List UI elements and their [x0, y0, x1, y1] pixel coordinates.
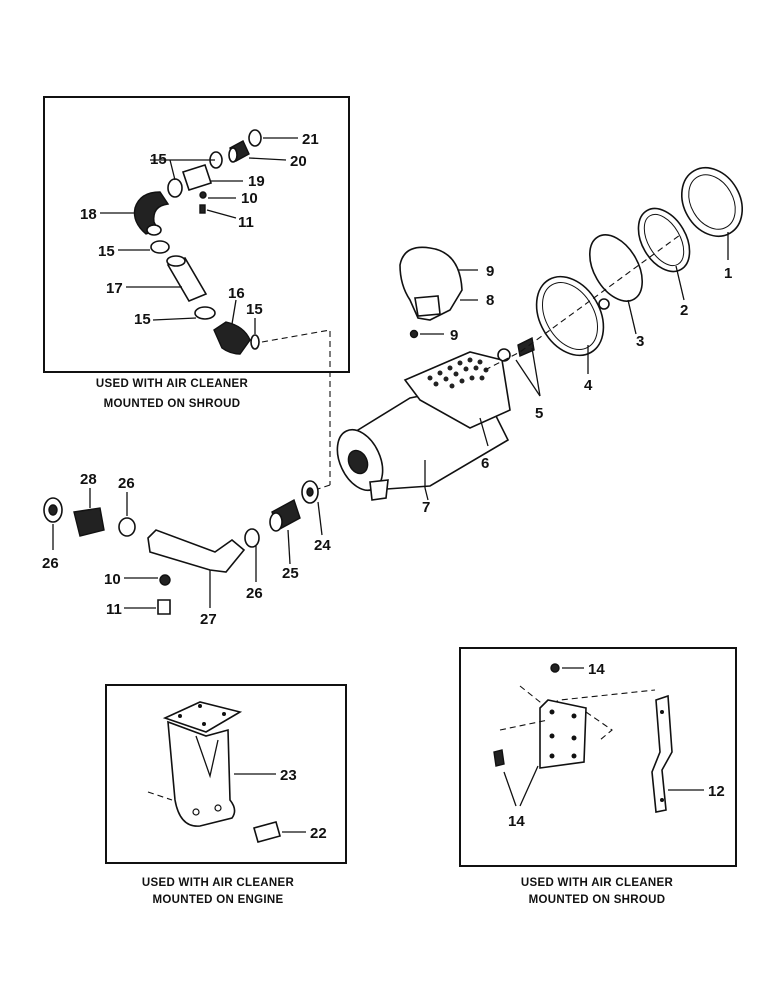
part-21-ring — [248, 129, 298, 147]
part-11-plug-top — [199, 204, 206, 214]
label-10-top: 10 — [241, 190, 258, 207]
label-28: 28 — [80, 471, 97, 488]
part-19-tube — [181, 163, 243, 192]
inset-top-frame — [43, 96, 350, 373]
label-9-bottom: 9 — [450, 327, 458, 344]
label-14-top: 14 — [588, 661, 605, 678]
label-19: 19 — [248, 173, 265, 190]
part-9-nut-bottom — [409, 329, 444, 339]
part-26-clamp-right — [118, 492, 136, 537]
dashed-bracket-23 — [147, 791, 173, 801]
part-27-pipe — [147, 529, 246, 608]
label-18: 18 — [80, 206, 97, 223]
label-3: 3 — [636, 333, 644, 350]
label-21: 21 — [302, 131, 319, 148]
part-23-bracket — [162, 701, 276, 827]
part-8-mount-strap — [399, 246, 478, 321]
label-26-mid: 26 — [246, 585, 263, 602]
part-14-nut-top — [550, 663, 584, 673]
part-12-support-bar — [651, 694, 704, 813]
caption-bottom-left-line1: USED WITH AIR CLEANER — [142, 877, 295, 889]
part-6-filter-element — [403, 351, 511, 447]
label-14-bottom: 14 — [508, 813, 525, 830]
label-23: 23 — [280, 767, 297, 784]
label-11-top: 11 — [238, 214, 254, 231]
caption-top-line2: MOUNTED ON SHROUD — [104, 398, 241, 410]
part-15-clamp-d — [152, 306, 216, 321]
inset-bottom-right-frame — [459, 647, 737, 867]
part-15-ring-e — [250, 318, 260, 350]
label-5: 5 — [535, 405, 543, 422]
label-26-left: 26 — [42, 555, 59, 572]
dashed-route-inset — [261, 329, 331, 485]
part-15-clamp-c — [118, 240, 170, 254]
caption-bottom-right-line2: MOUNTED ON SHROUD — [529, 894, 666, 906]
part-5-wingnut — [497, 336, 541, 397]
part-16-elbow — [213, 299, 251, 355]
part-22-bolt — [253, 821, 306, 843]
part-14-bracket-plate — [539, 699, 587, 769]
part-14-bolt-left — [493, 749, 539, 807]
label-22: 22 — [310, 825, 327, 842]
part-25-hose — [269, 498, 301, 565]
dashed-bracket-plate — [499, 711, 613, 741]
label-15-d: 15 — [134, 311, 151, 328]
label-26-right: 26 — [118, 475, 135, 492]
part-24-clamp — [301, 480, 323, 536]
part-26-clamp-left — [43, 497, 63, 550]
part-15-clamp-b — [167, 178, 183, 198]
part-10-nut-top — [199, 191, 207, 199]
label-4: 4 — [584, 377, 593, 394]
label-15-e: 15 — [246, 301, 263, 318]
label-10-lower: 10 — [104, 571, 121, 588]
label-27: 27 — [200, 611, 217, 628]
label-6: 6 — [481, 455, 489, 472]
label-2: 2 — [680, 302, 688, 319]
caption-top-line1: USED WITH AIR CLEANER — [96, 378, 249, 390]
part-18-elbow — [100, 191, 170, 236]
label-16: 16 — [228, 285, 245, 302]
label-12: 12 — [708, 783, 725, 800]
label-17: 17 — [106, 280, 123, 297]
label-8: 8 — [486, 292, 494, 309]
label-7: 7 — [422, 499, 430, 516]
part-10-nut-lower — [124, 574, 171, 586]
label-24: 24 — [314, 537, 331, 554]
label-25: 25 — [282, 565, 299, 582]
dashed-centerline-main — [484, 234, 681, 371]
part-11-plug-lower — [124, 599, 171, 615]
label-11-lower: 11 — [106, 601, 122, 618]
part-26-clamp-mid — [244, 528, 260, 582]
leader-7 — [424, 487, 429, 501]
part-17-hose — [126, 255, 208, 303]
part-3-gasket — [588, 234, 644, 335]
label-1: 1 — [724, 265, 732, 282]
part-number-labels: 1 2 3 4 5 6 7 8 9 9 10 10 11 11 12 14 14… — [42, 131, 732, 842]
inset-bottom-left-frame — [105, 684, 347, 864]
label-20: 20 — [290, 153, 307, 170]
leader-15-top-b — [169, 159, 176, 181]
dashed-bracket-14 — [519, 685, 656, 707]
label-9-top: 9 — [486, 263, 494, 280]
part-20-cap — [228, 140, 287, 163]
part-1-cover — [681, 167, 743, 260]
caption-bottom-right-line1: USED WITH AIR CLEANER — [521, 877, 674, 889]
caption-bottom-left-line2: MOUNTED ON ENGINE — [153, 894, 284, 906]
label-15-a: 15 — [150, 151, 167, 168]
label-15-c: 15 — [98, 243, 115, 260]
part-28-hose — [73, 488, 105, 537]
